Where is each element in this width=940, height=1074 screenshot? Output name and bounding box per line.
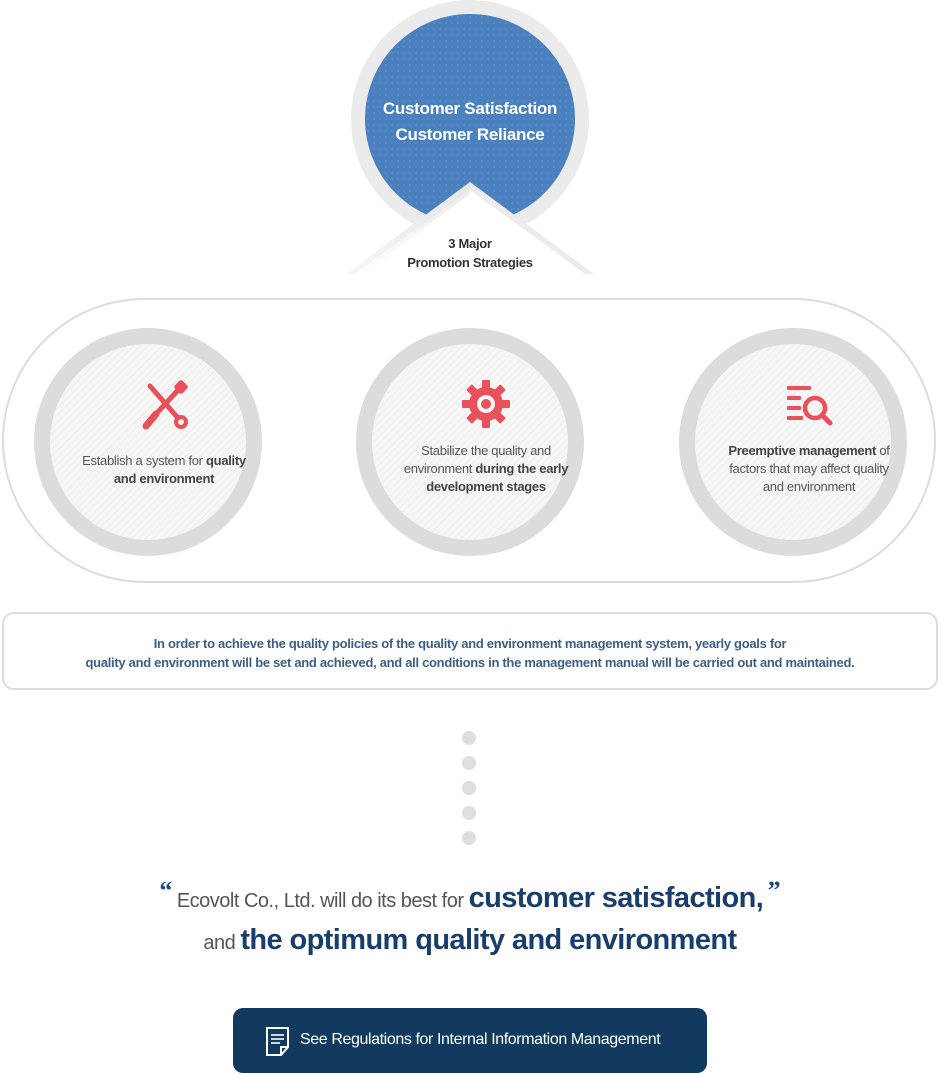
hero-line-2: Customer Reliance <box>395 125 545 144</box>
regulations-button-label: See Regulations for Internal Information… <box>300 1031 661 1048</box>
strategy-text-regular: Establish a system for <box>82 453 207 468</box>
strategy-text-bold: quality and environment <box>113 453 246 486</box>
policy-note-text: In order to achieve the quality policies… <box>4 614 936 672</box>
slogan-emphasis-2: the optimum quality and environment <box>240 924 737 956</box>
regulations-button[interactable]: See Regulations for Internal Information… <box>233 1008 707 1073</box>
strategy-card-inner: Preemptive management of factors that ma… <box>695 344 891 540</box>
strategy-card-inner: Stabilize the quality and environment du… <box>372 344 568 540</box>
strategy-card-system: Establish a system for quality and envir… <box>34 328 262 556</box>
slogan-text-1: Ecovolt Co., Ltd. will do its best for <box>176 890 469 912</box>
close-quote: ” <box>767 876 781 905</box>
strategy-text-stabilize: Stabilize the quality and environment du… <box>396 442 576 496</box>
policy-note: In order to achieve the quality policies… <box>2 612 938 690</box>
hero-title: Customer Satisfaction Customer Reliance <box>365 96 575 148</box>
strategy-text-regular-end: of factors that may affect quality and e… <box>729 443 890 494</box>
strategies-heading-line-2: Promotion Strategies <box>407 255 533 270</box>
divider-dot <box>462 731 476 745</box>
strategy-text-bold: Preemptive management <box>728 443 877 458</box>
slogan-text-2: and <box>203 932 241 954</box>
divider-dot <box>462 756 476 770</box>
hero-pointer-shape <box>346 182 594 276</box>
document-icon <box>266 1027 289 1056</box>
strategies-heading-line-1: 3 Major <box>448 236 492 251</box>
strategy-card-preemptive: Preemptive management of factors that ma… <box>679 328 907 556</box>
slogan-emphasis-1: customer satisfaction, <box>468 882 764 914</box>
divider-dot <box>462 781 476 795</box>
hero-circle <box>365 14 575 224</box>
strategy-text-preemptive: Preemptive management of factors that ma… <box>719 442 899 496</box>
strategy-text-system: Establish a system for quality and envir… <box>74 452 254 488</box>
open-quote: “ <box>159 876 173 905</box>
strategy-text-regular: Stabilize the quality and environment <box>403 443 551 476</box>
strategy-card-stabilize: Stabilize the quality and environment du… <box>356 328 584 556</box>
strategy-text-bold: during the early development stages <box>426 461 569 494</box>
tools-icon <box>142 380 188 430</box>
search-list-icon <box>787 386 833 426</box>
gear-icon <box>462 380 510 428</box>
strategy-card-inner: Establish a system for quality and envir… <box>50 344 246 540</box>
policy-line-2: quality and environment will be set and … <box>85 655 855 670</box>
slogan-line-1: “ Ecovolt Co., Ltd. will do its best for… <box>0 876 940 915</box>
divider-dot <box>462 806 476 820</box>
policy-line-1: In order to achieve the quality policies… <box>153 636 787 651</box>
divider-dot <box>462 831 476 845</box>
strategies-heading: 3 Major Promotion Strategies <box>360 234 580 272</box>
hero-line-1: Customer Satisfaction <box>382 99 558 118</box>
slogan-line-2: and the optimum quality and environment <box>0 924 940 957</box>
hero-section: Customer Satisfaction Customer Reliance … <box>320 0 620 290</box>
